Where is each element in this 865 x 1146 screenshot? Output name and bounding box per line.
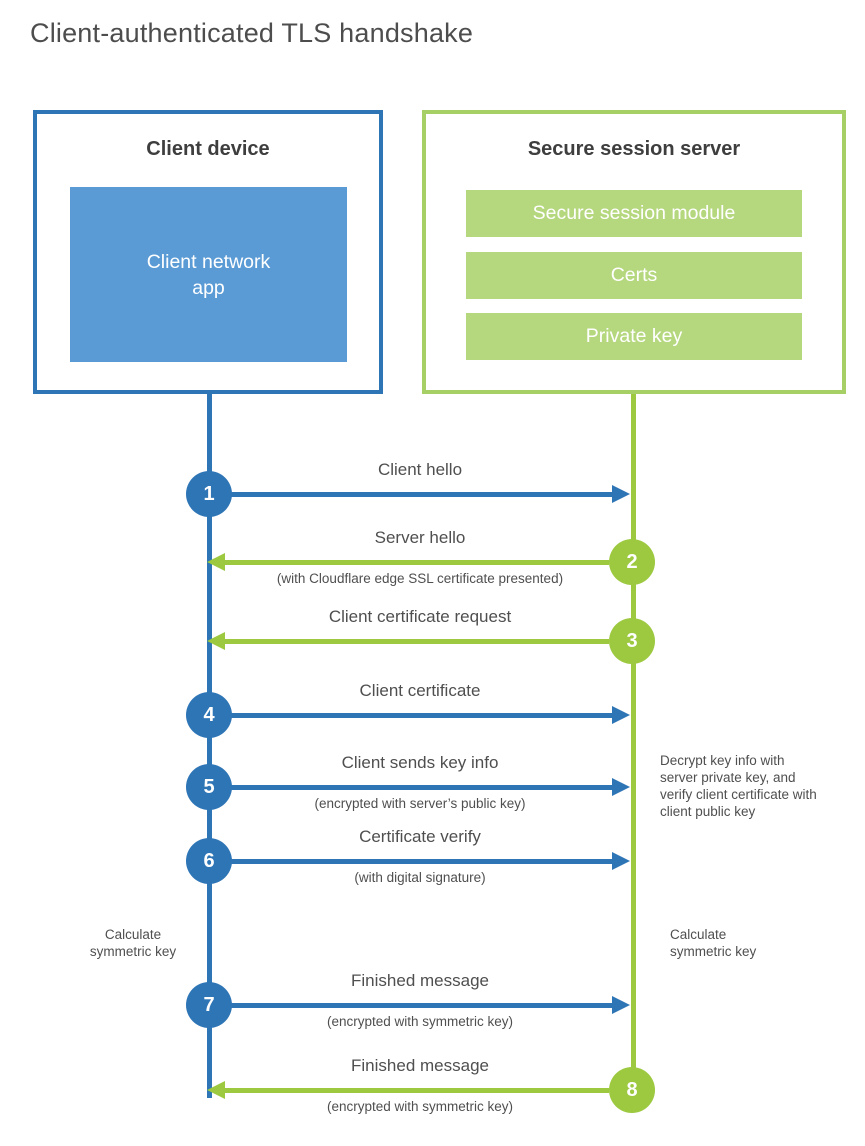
step-4-badge: 4 — [186, 692, 232, 738]
client-network-app-box: Client network app — [70, 187, 347, 362]
step-3-badge: 3 — [609, 618, 655, 664]
step-5-sublabel: (encrypted with server’s public key) — [314, 796, 526, 811]
step-5-label: Client sends key info — [341, 753, 499, 772]
step-2-label: Server hello — [374, 528, 466, 547]
step-2-badge: 2 — [609, 539, 655, 585]
step-6-arrowhead-icon — [612, 852, 630, 870]
step-7-sublabel: (encrypted with symmetric key) — [326, 1014, 514, 1029]
step-6-arrow — [230, 859, 612, 864]
secure-session-server-title: Secure session server — [527, 138, 741, 160]
step-1-badge: 1 — [186, 471, 232, 517]
calculate-symmetric-key-note-client: Calculate symmetric key — [89, 927, 177, 959]
step-5-arrow — [230, 785, 612, 790]
client-device-box: Client device Client network app — [33, 110, 383, 394]
step-8-sublabel: (encrypted with symmetric key) — [326, 1099, 514, 1114]
server-lifeline — [631, 394, 636, 1093]
step-7-arrowhead-icon — [612, 996, 630, 1014]
step-8-label: Finished message — [351, 1056, 489, 1075]
step-2-arrowhead-icon — [207, 553, 225, 571]
decrypt-key-note: Decrypt key info with server private key… — [660, 753, 817, 819]
step-5-arrowhead-icon — [612, 778, 630, 796]
server-module-bar: Certs — [466, 252, 802, 299]
step-8-arrow — [225, 1088, 609, 1093]
step-8-arrowhead-icon — [207, 1081, 225, 1099]
step-7-label: Finished message — [351, 971, 489, 990]
client-lifeline — [207, 394, 212, 1098]
server-module-bar: Secure session module — [466, 190, 802, 237]
step-4-label: Client certificate — [359, 681, 481, 700]
step-2-arrow — [225, 560, 609, 565]
step-1-arrow — [230, 492, 612, 497]
step-3-arrowhead-icon — [207, 632, 225, 650]
secure-session-server-box: Secure session server Secure session mod… — [422, 110, 846, 394]
client-device-title: Client device — [146, 138, 270, 160]
step-6-label: Certificate verify — [359, 827, 481, 846]
step-8-badge: 8 — [609, 1067, 655, 1113]
step-2-sublabel: (with Cloudflare edge SSL certificate pr… — [276, 571, 564, 586]
step-5-badge: 5 — [186, 764, 232, 810]
step-1-label: Client hello — [377, 460, 463, 479]
step-3-label: Client certificate request — [328, 607, 512, 626]
step-7-arrow — [230, 1003, 612, 1008]
calculate-symmetric-key-note-server: Calculate symmetric key — [670, 927, 757, 959]
page-title: Client-authenticated TLS handshake — [30, 18, 474, 48]
step-4-arrow — [230, 713, 612, 718]
step-6-sublabel: (with digital signature) — [354, 870, 486, 885]
step-1-arrowhead-icon — [612, 485, 630, 503]
step-6-badge: 6 — [186, 838, 232, 884]
client-network-app-label: Client network app — [146, 250, 271, 299]
step-3-arrow — [225, 639, 609, 644]
step-7-badge: 7 — [186, 982, 232, 1028]
server-module-bar: Private key — [466, 313, 802, 360]
step-4-arrowhead-icon — [612, 706, 630, 724]
